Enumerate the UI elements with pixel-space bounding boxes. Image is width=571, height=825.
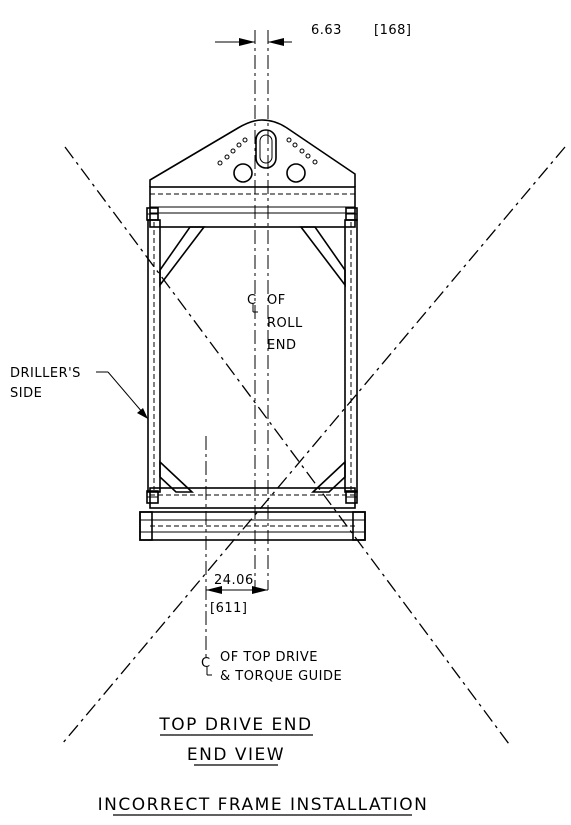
roll-end-label-line1: OF bbox=[267, 293, 286, 308]
dimension-offset: 24.06 [611] bbox=[206, 573, 268, 616]
top-drive-cl-symbol: C bbox=[201, 656, 211, 671]
roll-end-cl-symbol: C bbox=[247, 293, 257, 308]
upper-right-brace bbox=[299, 226, 346, 288]
lifting-plate bbox=[149, 119, 356, 187]
roll-end-label-line3: END bbox=[267, 338, 296, 353]
upper-left-brace bbox=[159, 226, 206, 288]
incorrect-x-line-right bbox=[61, 146, 566, 745]
dimension-top-width-metric: [168] bbox=[374, 23, 411, 38]
top-crossbar bbox=[146, 186, 358, 228]
top-drive-label-line1: OF TOP DRIVE bbox=[220, 650, 318, 665]
bottom-crossbar bbox=[146, 487, 358, 509]
caption-text: INCORRECT FRAME INSTALLATION bbox=[98, 795, 429, 815]
drillers-side-callout: DRILLER'S SIDE bbox=[10, 366, 148, 419]
view-title: TOP DRIVE END END VIEW bbox=[158, 715, 313, 766]
roller-tube bbox=[139, 511, 366, 541]
caption: INCORRECT FRAME INSTALLATION bbox=[98, 795, 429, 816]
drillers-side-line1: DRILLER'S bbox=[10, 366, 81, 381]
dimension-top-width-value: 6.63 bbox=[311, 23, 342, 38]
roll-end-label-line2: ROLL bbox=[267, 316, 303, 331]
drillers-side-line2: SIDE bbox=[10, 386, 42, 401]
left-side-post bbox=[147, 219, 161, 493]
lower-left-brace bbox=[159, 460, 195, 493]
incorrect-x-line-left bbox=[64, 146, 510, 745]
right-side-post bbox=[344, 219, 358, 493]
dimension-offset-metric: [611] bbox=[210, 601, 247, 616]
dimension-top-width: 6.63 [168] bbox=[215, 23, 411, 46]
top-drive-label-line2: & TORQUE GUIDE bbox=[220, 669, 342, 684]
view-title-line1: TOP DRIVE END bbox=[158, 715, 312, 735]
roll-end-centerline-label: C OF ROLL END bbox=[247, 293, 303, 353]
dimension-offset-value: 24.06 bbox=[214, 573, 254, 588]
lower-right-brace bbox=[310, 460, 346, 493]
view-title-line2: END VIEW bbox=[187, 745, 285, 765]
top-drive-centerline-label: C OF TOP DRIVE & TORQUE GUIDE bbox=[201, 650, 342, 684]
